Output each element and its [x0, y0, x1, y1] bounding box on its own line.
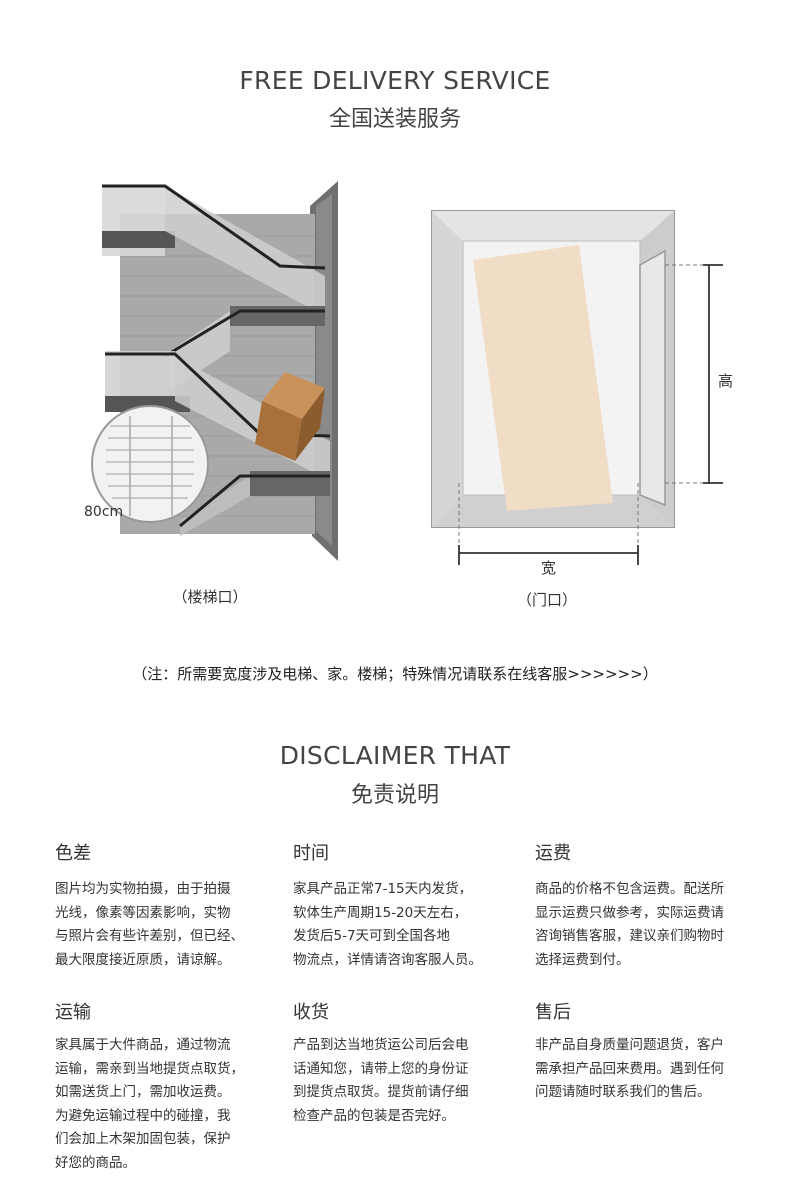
body-line: 显示运费只做参考，实际运费请 [535, 904, 724, 921]
door-panel [473, 245, 613, 511]
stair-magnifier [91, 405, 209, 523]
disclaimer-title-en: DISCLAIMER THAT [279, 741, 511, 770]
body-line: 们会加上木架加固包装，保护 [55, 1131, 231, 1147]
section-title-transport: 运输 [55, 1002, 91, 1023]
body-line: 话通知您，请带上您的身份证 [293, 1060, 469, 1077]
body-line: 产品到达当地货运公司后会电 [293, 1037, 469, 1053]
body-line: 家具产品正常7-15天内发货， [293, 881, 473, 897]
delivery-title-en: FREE DELIVERY SERVICE [239, 66, 551, 95]
body-line: 为避免运输过程中的碰撞，我 [55, 1107, 231, 1124]
package-box [262, 372, 325, 419]
body-line: 发货后5-7天可到全国各地 [293, 928, 451, 944]
delivery-title-cn: 全国送装服务 [328, 107, 461, 132]
section-title-color-diff: 色差 [55, 843, 91, 864]
door-height-label: 高 [718, 372, 734, 390]
body-line: 图片均为实物拍摄，由于拍摄 [55, 881, 231, 897]
body-line: 检查产品的包装是否完好。 [293, 1107, 455, 1124]
section-title-after-sales: 售后 [535, 1002, 571, 1023]
section-title-time: 时间 [293, 843, 329, 864]
body-line: 好您的商品。 [55, 1154, 136, 1171]
body-line: 非产品自身质量问题退货，客户 [535, 1037, 724, 1053]
body-line: 物流点，详情请咨询客服人员。 [293, 951, 482, 968]
section-title-receiving: 收货 [293, 1002, 329, 1023]
section-title-shipping-fee: 运费 [535, 843, 571, 864]
section-body-time: 家具产品正常7-15天内发货， 软体生产周期15-20天左右， 发货后5-7天可… [293, 878, 493, 972]
door-caption: （门口） [516, 591, 577, 609]
section-body-color-diff: 图片均为实物拍摄，由于拍摄 光线，像素等因素影响，实物 与照片会有些许差别，但已… [55, 878, 255, 972]
delivery-note: （注：所需要宽度涉及电梯、家。楼梯；特殊情况请联系在线客服>>>>>>） [132, 665, 658, 683]
disclaimer-title-cn: 免责说明 [350, 783, 439, 808]
body-line: 问题请随时联系我们的售后。 [535, 1084, 711, 1100]
doorway-illustration [431, 210, 723, 565]
body-line: 如需送货上门，需加收运费。 [55, 1084, 231, 1100]
body-line: 选择运费到付。 [535, 951, 630, 968]
body-line: 咨询销售客服，建议亲们购物时 [535, 928, 724, 944]
stair-caption: （楼梯口） [172, 588, 248, 606]
body-line: 需承担产品回来费用。遇到任何 [535, 1060, 724, 1077]
body-line: 与照片会有些许差别，但已经、 [55, 928, 244, 944]
staircase-illustration [91, 181, 338, 561]
body-line: 商品的价格不包含运费。配送所 [535, 881, 724, 897]
body-line: 到提货点取货。提货前请仔细 [293, 1084, 469, 1100]
body-line: 家具属于大件商品，通过物流 [55, 1037, 231, 1053]
body-line: 最大限度接近原质，请谅解。 [55, 951, 231, 968]
body-line: 软体生产周期15-20天左右， [293, 904, 468, 921]
section-body-transport: 家具属于大件商品，通过物流 运输，需亲到当地提货点取货， 如需送货上门，需加收运… [55, 1034, 255, 1175]
door-width-label: 宽 [541, 559, 557, 577]
body-line: 运输，需亲到当地提货点取货， [55, 1060, 244, 1077]
section-body-after-sales: 非产品自身质量问题退货，客户 需承担产品回来费用。遇到任何 问题请随时联系我们的… [535, 1034, 735, 1105]
body-line: 光线，像素等因素影响，实物 [55, 904, 231, 921]
section-body-shipping-fee: 商品的价格不包含运费。配送所 显示运费只做参考，实际运费请 咨询销售客服，建议亲… [535, 878, 735, 972]
section-body-receiving: 产品到达当地货运公司后会电 话通知您，请带上您的身份证 到提货点取货。提货前请仔… [293, 1034, 493, 1128]
stair-width-label: 80cm [84, 504, 124, 520]
